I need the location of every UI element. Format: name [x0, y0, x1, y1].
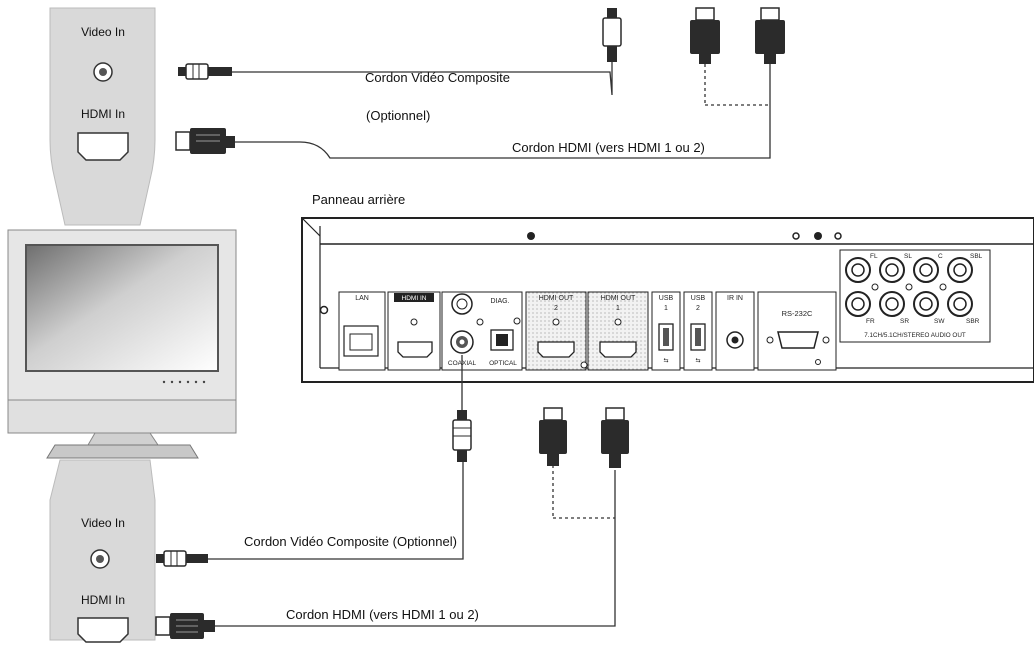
tv-stand-neck — [87, 432, 159, 446]
digital-audio-block: DIAG. COAXIAL OPTICAL — [441, 291, 523, 371]
composite-cable-label-top: Cordon Vidéo Composite — [365, 70, 510, 85]
hdmi-in-port-bottom — [77, 617, 129, 643]
rear-panel-title: Panneau arrière — [312, 192, 405, 207]
hdmi-in-label: HDMI IN — [402, 295, 427, 302]
hdmi-cable-label-top: Cordon HDMI (vers HDMI 1 ou 2) — [512, 140, 705, 155]
hdmi-in-port-top — [77, 132, 129, 161]
audio-jack-sbl — [947, 257, 973, 283]
audio-jack-c — [913, 257, 939, 283]
video-in-jack-top — [93, 62, 113, 82]
audio-sbr-label: SBR — [966, 318, 980, 325]
hdmi-out-2-label-line1: HDMI OUT — [539, 295, 574, 302]
audio-jack-fr — [845, 291, 871, 317]
tv-input-panel-bottom: Video In HDMI In — [49, 459, 156, 643]
usb-2-label-line2: 2 — [696, 305, 700, 312]
hdmi-out-2-label-line2: 2 — [554, 305, 558, 312]
diag-label: DIAG. — [490, 298, 509, 305]
diag-jack — [451, 293, 473, 315]
audio-sl-label: SL — [904, 253, 912, 260]
video-in-label-top: Video In — [81, 25, 125, 39]
hdmi-out-1-label-line2: 1 — [616, 305, 620, 312]
audio-jack-fl — [845, 257, 871, 283]
tv-input-panel-top: Video In HDMI In — [49, 7, 156, 226]
tv-indicator-dots — [162, 380, 206, 384]
audio-jack-sbr — [947, 291, 973, 317]
audio-fl-label: FL — [870, 253, 878, 260]
hdmi-in-label-top: HDMI In — [81, 107, 125, 121]
composite-cable-label-bottom: Cordon Vidéo Composite (Optionnel) — [244, 534, 457, 549]
television — [7, 229, 237, 459]
screw-top-b — [834, 232, 842, 240]
hdmi-out-1-port: HDMI OUT 1 — [587, 291, 649, 371]
lan-label: LAN — [355, 295, 369, 302]
hdmi-cable-top — [175, 7, 785, 159]
audio-jack-sl — [879, 257, 905, 283]
hdmi-in-label-bottom: HDMI In — [81, 593, 125, 607]
usb-1-label-line1: USB — [659, 295, 674, 302]
audio-fr-label: FR — [866, 318, 875, 325]
svg-text:⇆: ⇆ — [695, 357, 700, 364]
hdmi-out-1-label-line1: HDMI OUT — [601, 295, 636, 302]
ir-in-label: IR IN — [727, 295, 743, 302]
usb-1-port: USB 1 ⇆ — [651, 291, 681, 371]
optical-label: OPTICAL — [489, 360, 517, 367]
video-in-label-bottom: Video In — [81, 516, 125, 530]
tv-screen — [25, 244, 219, 372]
callout-1 — [527, 232, 535, 240]
hdmi-cable-label-bottom: Cordon HDMI (vers HDMI 1 ou 2) — [286, 607, 479, 622]
rs232c-label: RS-232C — [782, 309, 813, 318]
screw-top-a — [792, 232, 800, 240]
rs232c-port: RS-232C — [757, 291, 837, 371]
audio-sw-label: SW — [934, 318, 945, 325]
composite-cable-top — [178, 8, 622, 96]
usb-2-port: USB 2 ⇆ — [683, 291, 713, 371]
ir-in-port: IR IN — [715, 291, 755, 371]
audio-out-label: 7.1CH/5.1CH/STEREO AUDIO OUT — [864, 332, 966, 339]
audio-sr-label: SR — [900, 318, 909, 325]
hdmi-cable-bottom — [155, 407, 629, 639]
hdmi-in-port: HDMI IN — [387, 291, 441, 371]
audio-sbl-label: SBL — [970, 253, 983, 260]
optional-label-top: (Optionnel) — [366, 108, 430, 123]
audio-jack-sw — [913, 291, 939, 317]
composite-cable-bottom — [156, 355, 472, 567]
callout-2 — [814, 232, 822, 240]
video-in-jack-bottom — [90, 549, 110, 569]
lan-port: LAN — [338, 291, 386, 371]
audio-jack-sr — [879, 291, 905, 317]
usb-2-label-line1: USB — [691, 295, 706, 302]
svg-text:⇆: ⇆ — [663, 357, 668, 364]
analog-audio-out-block: FL SL C SBL FR SR SW SBR 7.1CH/5.1CH/STE… — [839, 249, 991, 343]
usb-1-label-line2: 1 — [664, 305, 668, 312]
audio-c-label: C — [938, 253, 943, 260]
screw-left — [319, 305, 329, 315]
rear-panel: LAN HDMI IN DIAG. COAXIAL OPTICAL — [301, 217, 1034, 383]
hdmi-out-2-port: HDMI OUT 2 — [525, 291, 588, 371]
tv-stand-base — [46, 444, 199, 459]
